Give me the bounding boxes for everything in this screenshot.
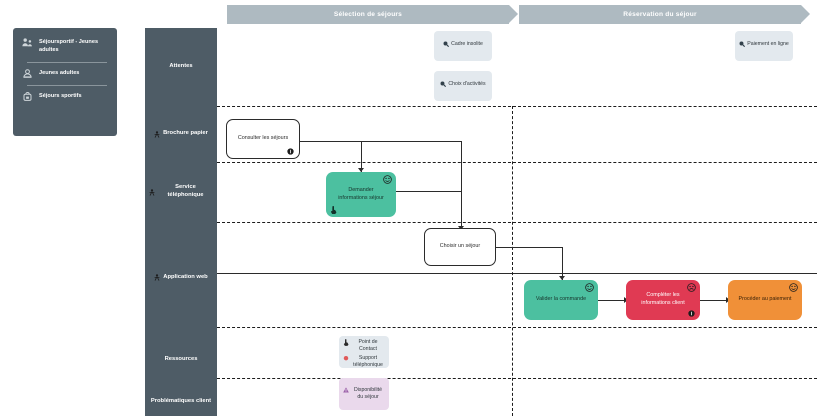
emotion-sad-icon [687, 283, 696, 292]
step-label: Demander informations séjour [338, 186, 384, 201]
step-label: Consulter les séjours [237, 135, 289, 142]
search-icon [443, 41, 450, 50]
step-choisir-un-sejour[interactable]: Choisir un séjour [424, 228, 496, 266]
lane-title: Service téléphonique [167, 184, 204, 198]
connector-to-choisir [461, 141, 463, 230]
step-consulter-les-sejours[interactable]: Consulter les séjours [226, 119, 300, 159]
lane-label-attentes: Attentes [145, 28, 217, 106]
emotion-happy-icon [789, 283, 798, 292]
lane-label-service-telephonique[interactable]: Service téléphonique [145, 162, 217, 222]
warning-icon [343, 387, 349, 396]
phase-arrow-icon [801, 5, 810, 23]
note-cadre-insolite[interactable]: Cadre insolite [434, 31, 492, 61]
lane-label-ressources: Ressources [145, 333, 217, 387]
lane-divider-service-app [217, 222, 817, 223]
legend-divider-2 [27, 84, 107, 86]
connector-segment [562, 247, 564, 280]
emotion-happy-icon [383, 175, 392, 184]
lane-label-problematiques-client: Problématiques client [145, 387, 217, 416]
persona-legend-card: Séjoursportif - Jeunes adultes Jeunes ad… [13, 28, 117, 136]
note-label: Cadre insolite [451, 41, 483, 48]
step-label: Compléter les informations client [641, 292, 685, 306]
phase-divider-line [512, 106, 513, 416]
channel-icon [154, 130, 160, 138]
step-proceder-au-paiement[interactable]: Procéder au paiement [728, 280, 802, 320]
step-completer-les-informations-client[interactable]: Compléter les informations client [626, 280, 700, 320]
arrowhead-icon [558, 276, 565, 280]
connector-choisir-to-valider [496, 247, 563, 249]
lane-divider-brochure-service [217, 162, 817, 163]
contact-point-icon [688, 310, 695, 317]
legend-item-persona: Séjoursportif - Jeunes adultes [21, 38, 109, 55]
lane-divider-attentes-brochure [217, 106, 817, 107]
search-icon [739, 41, 746, 50]
legend-item-audience: Jeunes adultes [21, 68, 109, 78]
persona-group-icon [21, 38, 33, 47]
channel-icon [154, 274, 160, 281]
lane-divider-ressources-problematiques [217, 378, 817, 379]
lane-label-brochure-papier[interactable]: Brochure papier [145, 106, 217, 162]
step-label: Valider la commande [535, 296, 587, 303]
step-label: Procéder au paiement [738, 296, 792, 303]
lane-label-column: Attentes Brochure papier Service télépho… [145, 28, 217, 416]
channel-icon [149, 188, 155, 196]
legend-item-label: Séjoursportif - Jeunes adultes [39, 39, 99, 54]
line-of-visibility [217, 273, 817, 274]
hand-pointer-icon [343, 339, 349, 349]
lane-divider-app-ressources [217, 327, 817, 328]
arrowhead-icon [357, 168, 364, 172]
legend-item-label: Séjours sportifs [39, 92, 82, 99]
lane-label-application-web[interactable]: Application web [145, 222, 217, 333]
lane-title: Ressources [164, 356, 198, 363]
lane-title: Brochure papier [163, 130, 208, 137]
note-ressources-group[interactable]: Point de Contact Support téléphonique [339, 336, 389, 368]
hand-pointer-icon [330, 206, 337, 214]
contact-point-icon [287, 148, 294, 155]
phase-arrow-icon [509, 5, 518, 23]
connector-valider-to-completer [598, 300, 627, 302]
note-paiement-en-ligne[interactable]: Paiement en ligne [735, 31, 793, 61]
note-disponibilite-du-sejour[interactable]: Disponibilité du séjour [339, 378, 389, 410]
emotion-happy-icon [585, 283, 594, 292]
phase-label: Réservation du séjour [623, 11, 697, 18]
legend-item-product: Séjours sportifs [21, 91, 109, 101]
note-label: Disponibilité du séjour [354, 386, 382, 400]
legend-item-label: Jeunes adultes [39, 69, 80, 76]
legend-divider-1 [27, 61, 107, 63]
circle-red-icon [343, 355, 349, 364]
connector-consulter-to-demander [300, 141, 462, 143]
connector-segment [361, 141, 363, 173]
note-choix-activites[interactable]: Choix d'activités [434, 71, 492, 101]
lane-title: Application web [163, 273, 208, 280]
lane-title: Attentes [169, 63, 193, 70]
note-label: Support téléphonique [353, 354, 383, 368]
note-label: Paiement en ligne [747, 41, 789, 48]
phase-label: Sélection de séjours [333, 11, 403, 18]
phase-header-reservation: Réservation du séjour [519, 5, 810, 24]
connector-completer-to-proceder [700, 300, 729, 302]
step-valider-la-commande[interactable]: Valider la commande [524, 280, 598, 320]
connector-segment [396, 191, 462, 193]
note-label: Point de Contact [358, 339, 378, 353]
search-icon [440, 81, 447, 90]
note-label: Choix d'activités [448, 81, 486, 88]
lane-title: Problématiques client [150, 397, 212, 404]
backpack-icon [21, 91, 33, 101]
step-label: Choisir un séjour [439, 243, 481, 250]
step-demander-informations-sejour[interactable]: Demander informations séjour [326, 172, 396, 217]
persona-user-icon [21, 68, 33, 78]
phase-header-selection: Sélection de séjours [227, 5, 518, 24]
